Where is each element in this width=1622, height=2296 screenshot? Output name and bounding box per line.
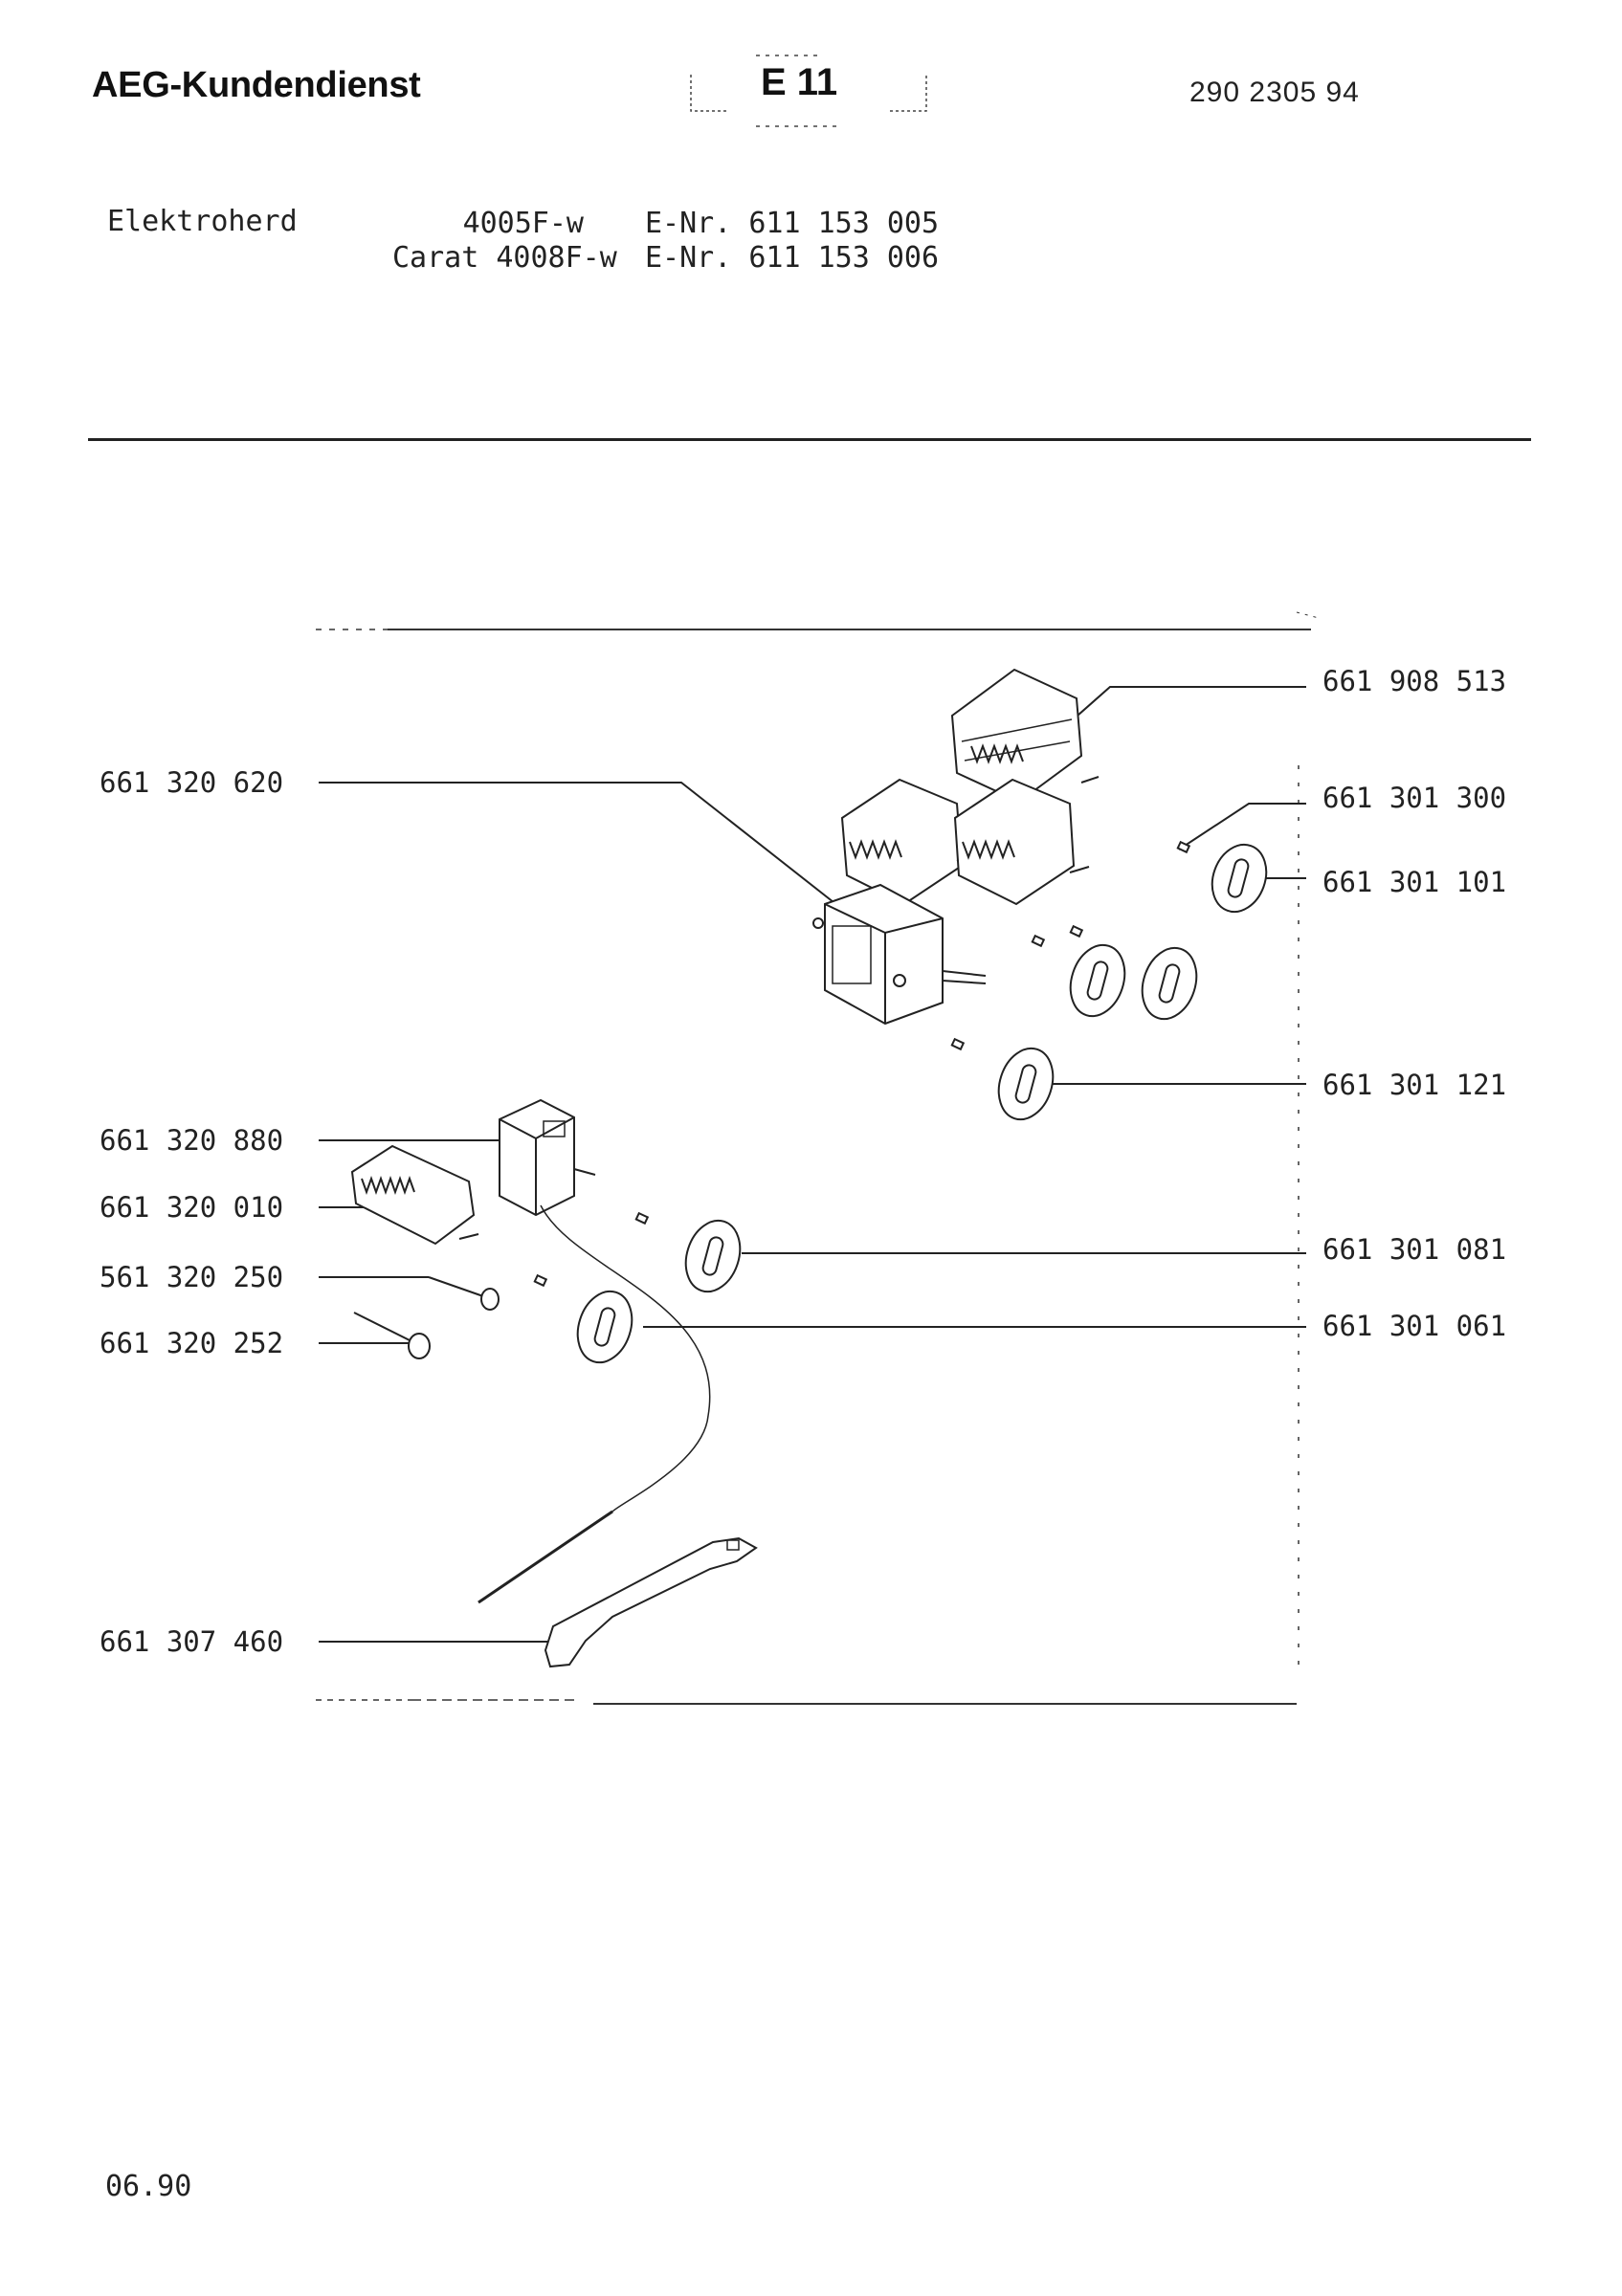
part-number-label: 661 320 620 (100, 766, 283, 799)
knob-disc-icon (1211, 843, 1268, 914)
indicator-lamp-icon (353, 1312, 431, 1359)
knob-disc-icon (576, 1290, 633, 1364)
knob-disc-icon (684, 1219, 742, 1293)
knob-disc-icon (1069, 943, 1126, 1018)
appliance-type: Elektroherd (107, 205, 298, 238)
part-number-label: 661 320 010 (100, 1191, 283, 1224)
part-labels-left: 661 320 620 661 320 880 661 320 010 561 … (100, 766, 283, 1658)
part-number-label: 661 301 061 (1322, 1310, 1506, 1342)
part-number-label: 661 301 121 (1322, 1069, 1506, 1101)
part-number-label: 661 908 513 (1322, 665, 1506, 697)
section-brackets (690, 55, 927, 127)
brand-title: AEG-Kundendienst (92, 65, 421, 105)
document-number: 290 2305 94 (1189, 77, 1360, 108)
knob-disc-icon (997, 1047, 1055, 1121)
part-labels-right: 661 908 513 661 301 300 661 301 101 661 … (1322, 665, 1506, 1342)
bracket-icon (544, 1536, 758, 1668)
part-number-label: 661 320 880 (100, 1124, 283, 1157)
model-enr: E-Nr. 611 153 006 (645, 241, 940, 275)
selector-switch-icon (953, 778, 1090, 906)
energy-regulator-icon (812, 883, 987, 1026)
section-code: E 11 (761, 61, 838, 103)
part-number-label: 661 301 101 (1322, 866, 1506, 898)
diagram-frame (316, 611, 1320, 1705)
model-name: 4005F-w (462, 207, 584, 240)
part-number-label: 561 320 250 (100, 1261, 283, 1293)
clip-icon (533, 840, 1191, 1288)
indicator-lamp-icon (428, 1276, 500, 1311)
leader-lines (319, 686, 1306, 1643)
header-divider (88, 438, 1531, 441)
thermostat-icon (478, 1098, 711, 1604)
part-number-label: 661 301 300 (1322, 782, 1506, 814)
part-number-label: 661 301 081 (1322, 1233, 1506, 1266)
small-switch-icon (350, 1144, 479, 1246)
revision-date: 06.90 (105, 2170, 192, 2203)
knob-disc-icon (1141, 946, 1198, 1021)
selector-switch-icon (950, 668, 1100, 804)
part-number-label: 661 307 460 (100, 1625, 283, 1658)
model-enr: E-Nr. 611 153 005 (645, 207, 940, 240)
part-number-label: 661 320 252 (100, 1327, 283, 1359)
